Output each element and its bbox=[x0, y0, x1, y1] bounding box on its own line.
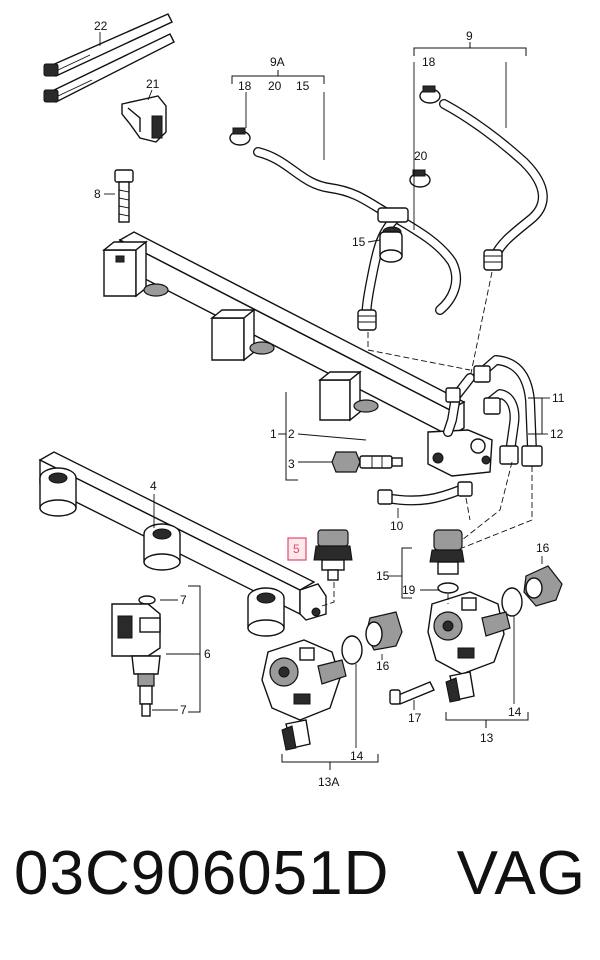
part-number: 03C906051D bbox=[14, 839, 390, 908]
callout-13: 13 bbox=[480, 731, 494, 745]
part-2-3-fittings bbox=[280, 392, 403, 481]
part-22-cable-ties bbox=[43, 13, 175, 103]
callout-5: 5 bbox=[293, 542, 300, 556]
callout-15-top: 15 bbox=[296, 79, 310, 93]
callout-1: 1 bbox=[270, 427, 277, 441]
part-15-regulator bbox=[429, 529, 465, 594]
callout-20-right: 20 bbox=[414, 149, 428, 163]
part-21-clip bbox=[121, 95, 167, 143]
callout-6: 6 bbox=[204, 647, 211, 661]
callout-5-highlight bbox=[287, 537, 307, 561]
callout-21: 21 bbox=[146, 77, 160, 91]
hose-9 bbox=[439, 99, 548, 271]
part-6-injector bbox=[111, 595, 161, 717]
part-17-bolt bbox=[389, 681, 435, 705]
part-16-right bbox=[523, 565, 563, 607]
pump-13 bbox=[427, 591, 511, 703]
part-18-clamp-left bbox=[229, 127, 251, 146]
pipes-11-12 bbox=[443, 355, 543, 467]
pipe-10 bbox=[377, 481, 473, 518]
callout-4: 4 bbox=[150, 479, 157, 493]
callout-18-left: 18 bbox=[238, 79, 252, 93]
caption-bar: 03C906051D VAG bbox=[0, 838, 600, 928]
callout-7-top: 7 bbox=[180, 593, 187, 607]
callout-14-right: 14 bbox=[508, 705, 522, 719]
dash-line-hose-9a bbox=[367, 332, 471, 371]
bracket-15-19 bbox=[401, 547, 412, 599]
dash-line-hose-9 bbox=[469, 271, 493, 379]
dash-line-pipe-10 bbox=[465, 497, 471, 521]
callout-2: 2 bbox=[288, 427, 295, 441]
leader-21 bbox=[147, 89, 153, 101]
part-15-valve bbox=[377, 207, 409, 263]
upper-fuel-rail bbox=[102, 231, 493, 477]
callout-14-left: 14 bbox=[350, 749, 364, 763]
bracket-9 bbox=[413, 42, 527, 230]
bracket-6 bbox=[188, 585, 201, 713]
leader-15-mid bbox=[367, 239, 381, 243]
callout-10: 10 bbox=[390, 519, 404, 533]
callout-9: 9 bbox=[466, 29, 473, 43]
callout-7-bottom: 7 bbox=[180, 703, 187, 717]
dash-line-pipe-12 bbox=[461, 466, 533, 549]
dash-line-sensor bbox=[321, 582, 335, 607]
callout-15-right: 15 bbox=[376, 569, 390, 583]
callout-12: 12 bbox=[550, 427, 564, 441]
callout-18-right: 18 bbox=[422, 55, 436, 69]
callout-17: 17 bbox=[408, 711, 422, 725]
callout-3: 3 bbox=[288, 457, 295, 471]
part-16-left bbox=[365, 611, 403, 651]
part-8-bolt bbox=[114, 169, 134, 223]
bracket-13a bbox=[281, 754, 379, 763]
bracket-11-12 bbox=[528, 397, 543, 435]
lower-fuel-rail bbox=[38, 451, 327, 637]
callout-11: 11 bbox=[552, 391, 565, 405]
part-14-seals bbox=[341, 587, 523, 665]
brand-name: VAG bbox=[456, 839, 586, 908]
bracket-9a bbox=[231, 70, 325, 160]
callout-16-left: 16 bbox=[376, 659, 390, 673]
callout-22: 22 bbox=[94, 19, 108, 33]
part-5-pressure-sensor bbox=[313, 529, 353, 581]
part-20-clamp-right bbox=[409, 169, 431, 188]
callout-15-mid: 15 bbox=[352, 235, 366, 249]
callout-19: 19 bbox=[402, 583, 416, 597]
callout-9a: 9A bbox=[270, 55, 285, 69]
part-18-clamp-right bbox=[419, 85, 441, 104]
dash-line-pipe-11 bbox=[461, 461, 513, 541]
bracket-13 bbox=[445, 712, 529, 721]
callout-20-left: 20 bbox=[268, 79, 282, 93]
callout-8: 8 bbox=[94, 187, 101, 201]
callout-16-right: 16 bbox=[536, 541, 550, 555]
callout-13a: 13A bbox=[318, 775, 339, 789]
pump-13a bbox=[261, 639, 347, 751]
